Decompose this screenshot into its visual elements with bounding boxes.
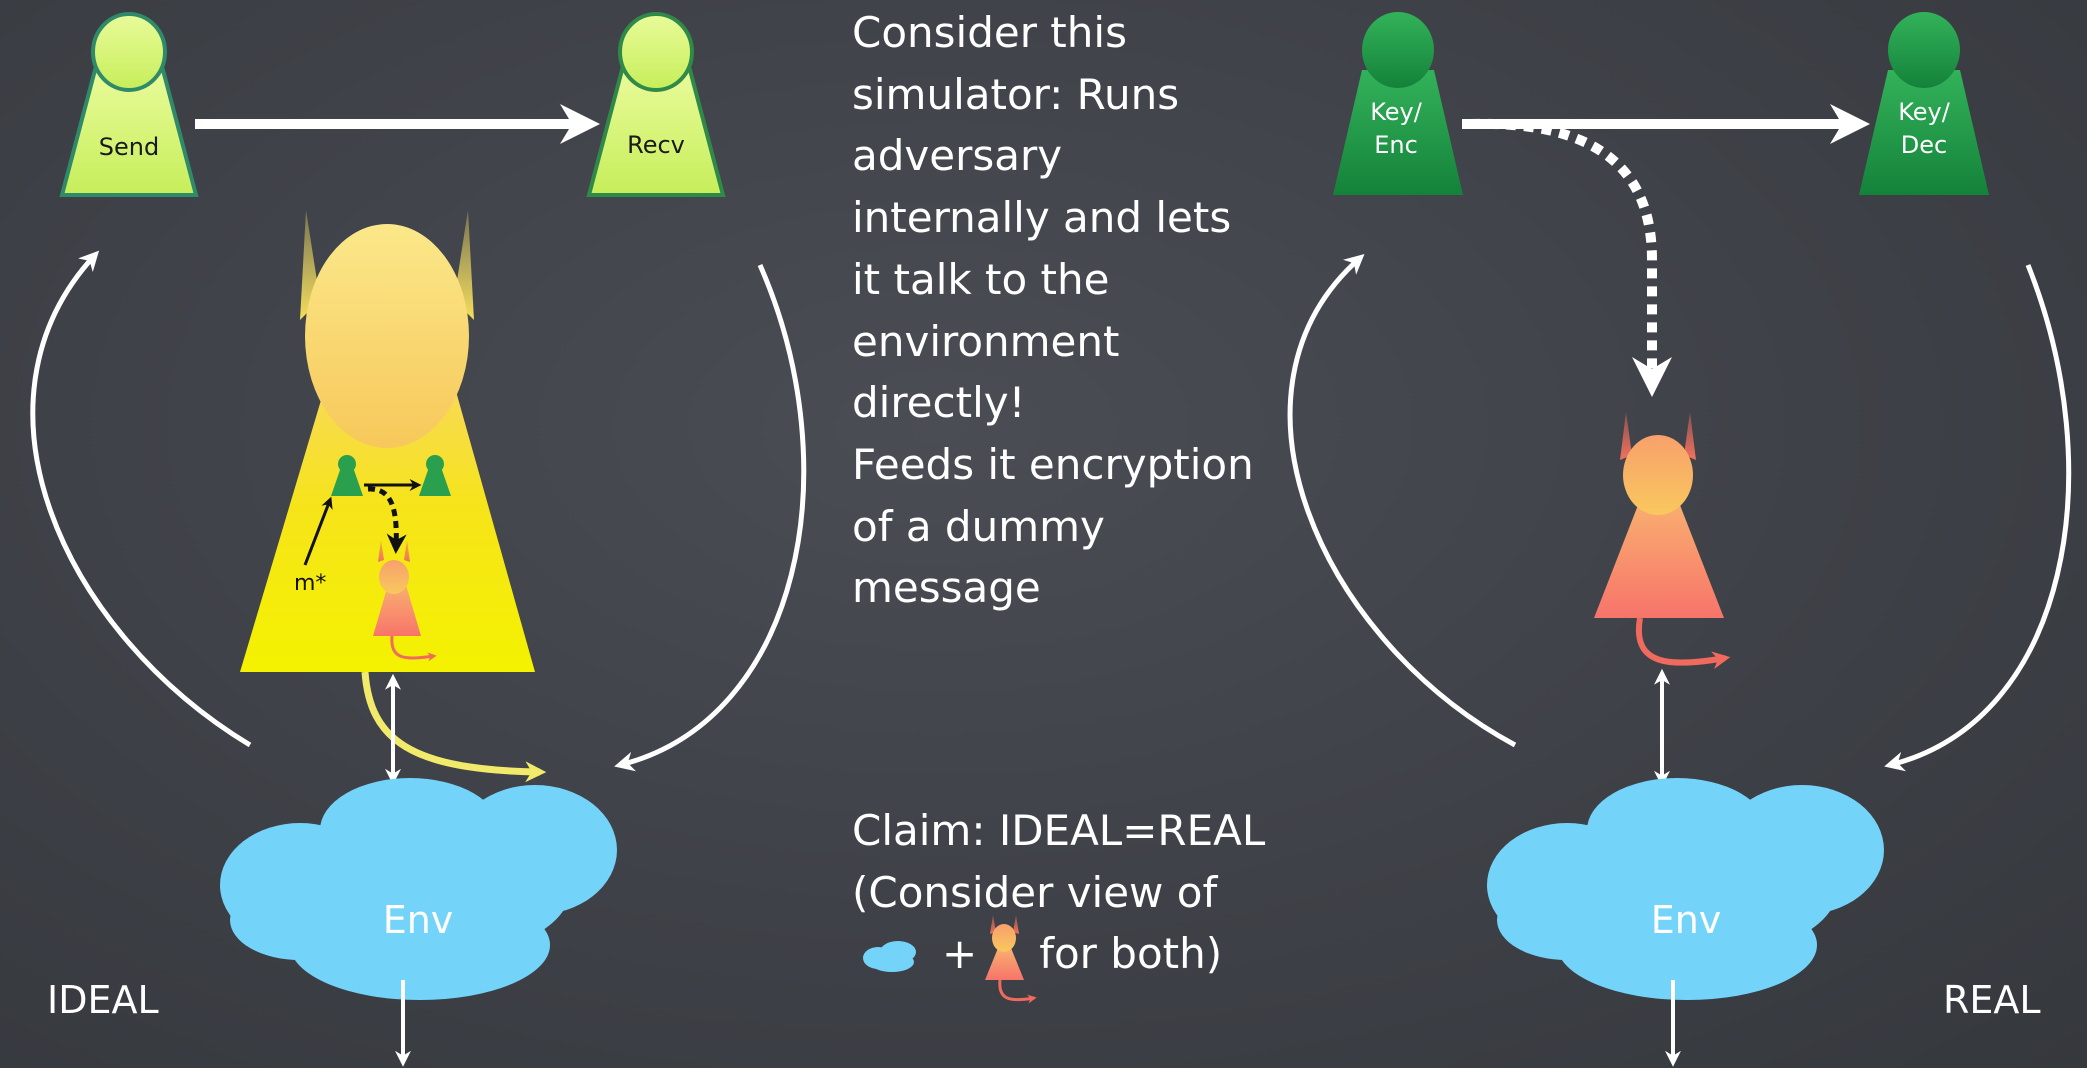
real-receiver-to-env-arrow [1884,264,2072,772]
simulator-to-env-arrow [361,671,547,783]
inner-sender-party [331,455,363,496]
real-env-cloud: Env [1487,778,1884,1000]
description-line: directly! [852,378,1026,428]
description-line: message [852,563,1041,613]
ideal-sender-party: Send [59,12,199,197]
inner-receiver-party [419,455,451,496]
inner-adversary [373,540,437,662]
claim-line-3: + for both) [852,923,1292,985]
description-line: Feeds it encryption [852,439,1254,489]
claim-block: Claim: IDEAL=REAL (Consider view of + for… [852,800,1292,985]
simulator: m* [240,210,535,672]
real-receiver-label-line2: Dec [1901,131,1947,159]
description-line: Consider this [852,8,1127,57]
description-line: adversary [852,131,1063,181]
real-env-label: Env [1651,898,1722,942]
simulator-description: Consider this simulator: Runs adversary … [852,2,1292,619]
claim-plus: + [942,929,978,978]
ideal-receiver-label: Recv [627,131,685,159]
real-sender-label-line2: Enc [1374,131,1418,159]
ideal-world: Send Recv [30,12,807,1067]
claim-adversary-icon [985,915,1037,1004]
claim-line-1: Claim: IDEAL=REAL [852,806,1266,855]
real-adversary [1594,412,1731,670]
real-sender-party: Key/ Enc [1333,12,1463,195]
claim-env-cloud-icon [863,941,916,972]
description-line: simulator: Runs [852,69,1180,119]
real-receiver-label-line1: Key/ [1898,98,1951,126]
real-env-to-sender-arrow [1287,254,1517,748]
description-line: of a dummy [852,501,1105,551]
ideal-env-cloud: Env [220,778,617,1000]
ideal-env-label: Env [383,898,454,942]
real-corner-label: REAL [1943,978,2041,1022]
inner-mstar-label: m* [294,571,326,596]
description-line: internally and lets [852,193,1232,243]
real-world: Key/ Enc Key/ Dec [1287,12,2072,1067]
inner-dummy-ciphertext-arrow [367,486,407,554]
ideal-corner-label: IDEAL [47,978,159,1022]
claim-icons [863,915,1037,1004]
ideal-receiver-to-env-arrow [614,263,807,772]
inner-mstar-arrow [303,496,333,566]
description-line: environment [852,316,1120,366]
claim-line-3-suffix: for both) [1039,929,1223,978]
description-line: it talk to the [852,254,1110,304]
real-receiver-party: Key/ Dec [1859,12,1989,195]
ideal-receiver-party: Recv [586,12,726,197]
ideal-env-to-sender-arrow [30,250,252,748]
ideal-sender-label: Send [99,133,159,161]
real-sender-label-line1: Key/ [1370,98,1423,126]
real-eavesdrop-arrow [1469,118,1672,397]
claim-line-2: (Consider view of [852,867,1218,917]
